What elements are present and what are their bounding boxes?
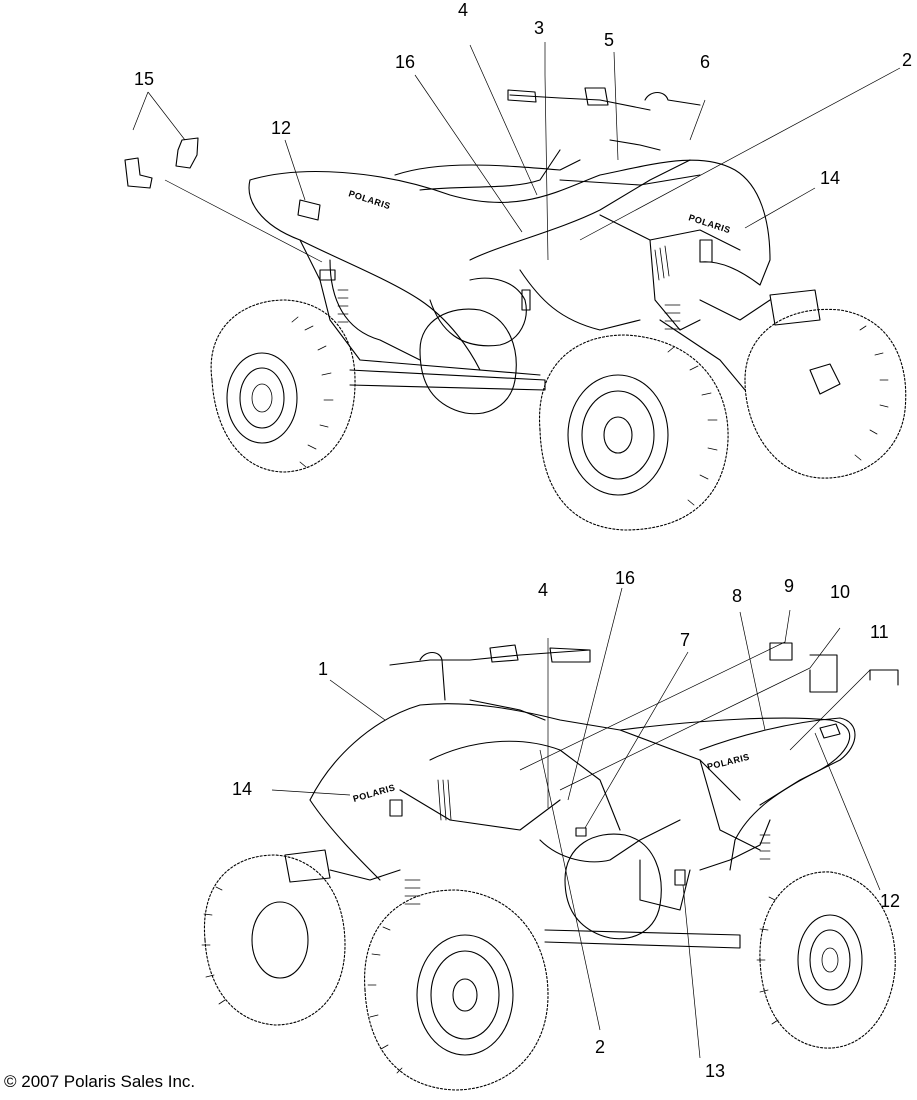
callout-top-12: 12 (271, 118, 291, 138)
decal-9-10-11-shapes (769, 642, 899, 693)
bottom-rear-brand-decal: POLARIS (706, 752, 751, 772)
callout-bottom-4: 4 (538, 580, 548, 600)
top-left-rear-wheel (210, 299, 356, 473)
top-far-wheel (744, 308, 907, 479)
callout-top-16: 16 (395, 52, 415, 72)
bottom-left-wheel (201, 854, 346, 1026)
top-body: POLARIS POLARIS (248, 87, 821, 391)
callout-bottom-2: 2 (595, 1037, 605, 1057)
callout-bottom-10: 10 (830, 582, 850, 602)
callout-top-5: 5 (604, 30, 614, 50)
top-front-brand-decal: POLARIS (687, 212, 731, 235)
top-leader-lines (132, 42, 901, 263)
top-rear-brand-decal: POLARIS (347, 188, 391, 211)
callout-bottom-12: 12 (880, 891, 900, 911)
copyright-notice: © 2007 Polaris Sales Inc. (4, 1072, 196, 1091)
callout-bottom-13: 13 (705, 1061, 725, 1081)
callout-top-6: 6 (700, 52, 710, 72)
bottom-body: POLARIS POLARIS (284, 644, 856, 949)
callout-bottom-7: 7 (680, 630, 690, 650)
callout-bottom-9: 9 (784, 576, 794, 596)
callout-bottom-1: 1 (318, 659, 328, 679)
callout-bottom-14: 14 (232, 779, 252, 799)
callout-top-4: 4 (458, 0, 468, 20)
callout-bottom-11: 11 (870, 622, 889, 642)
callout-bottom-8: 8 (732, 586, 742, 606)
callout-bottom-16: 16 (615, 568, 635, 588)
callout-top-14: 14 (820, 168, 840, 188)
bottom-rear-wheel (756, 871, 896, 1049)
bottom-leader-lines (271, 587, 881, 1059)
top-callouts: 15 12 16 4 3 5 6 2 14 (134, 0, 912, 188)
callout-top-3: 3 (534, 18, 544, 38)
callout-top-15: 15 (134, 69, 154, 89)
atv-bottom-illustration: POLARIS POLARIS (201, 642, 899, 1091)
top-front-wheel (538, 334, 729, 531)
callout-top-2: 2 (902, 50, 912, 70)
bottom-inner-wheel (564, 833, 662, 940)
top-inner-wheel (419, 308, 517, 415)
decal-15-shapes (124, 137, 199, 189)
bottom-front-wheel (364, 889, 549, 1091)
atv-top-illustration: POLARIS POLARIS (124, 87, 907, 531)
bottom-callouts: 4 16 7 8 9 10 11 1 14 12 2 13 (232, 568, 900, 1081)
